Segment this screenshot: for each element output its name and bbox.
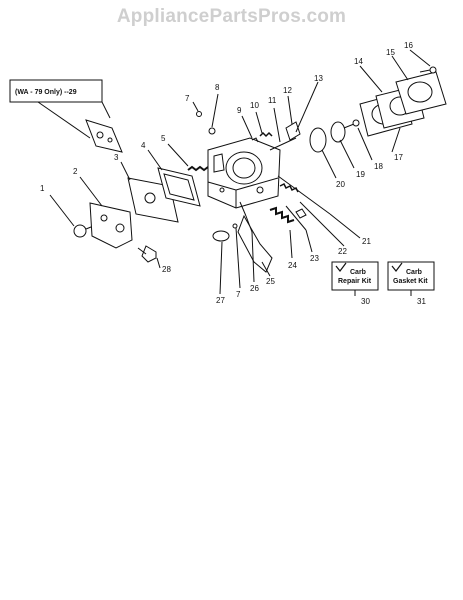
part-1-screw (49, 194, 97, 238)
gasket-kit-box (387, 261, 435, 296)
callout-19: 19 (356, 170, 365, 179)
part-2-pump-cover (79, 176, 133, 249)
part-22-spring (279, 182, 345, 247)
callout-25: 25 (266, 277, 275, 286)
callout-20: 20 (336, 180, 345, 189)
repair-kit-box (331, 261, 379, 296)
part-23-needle (285, 205, 313, 253)
callout-9: 9 (237, 106, 242, 115)
callout-5: 5 (161, 134, 166, 143)
callout-27: 27 (216, 296, 225, 305)
callout-11: 11 (268, 96, 277, 105)
note-text: (WA - 79 Only) --29 (15, 89, 77, 96)
callout-26: 26 (250, 284, 259, 293)
part-16-screw (409, 49, 437, 74)
gasket-kit-line2: Gasket Kit (393, 278, 428, 285)
callout-3: 3 (114, 153, 119, 162)
part-28-fitting (137, 245, 161, 269)
part-11-shaft (269, 107, 297, 151)
part-21-needle (277, 175, 361, 239)
callout-31: 31 (417, 297, 426, 306)
part-8-screw (208, 93, 219, 135)
part-10-spring (255, 111, 273, 138)
repair-kit-line1: Carb (350, 269, 366, 276)
callout-21: 21 (362, 237, 371, 246)
carburetor-body (207, 137, 281, 209)
callout-15: 15 (386, 48, 395, 57)
callout-14: 14 (354, 57, 363, 66)
part-7-screw-top (192, 101, 202, 117)
callout-2: 2 (73, 167, 78, 176)
callout-16: 16 (404, 41, 413, 50)
callout-4: 4 (141, 141, 146, 150)
callout-10: 10 (250, 101, 259, 110)
callout-7-lower: 7 (236, 290, 241, 299)
part-13-leader (295, 81, 319, 133)
part-9-clip (241, 115, 259, 143)
part-26-pin (239, 201, 255, 283)
repair-kit-line2: Repair Kit (338, 278, 372, 285)
callout-24: 24 (288, 261, 297, 270)
callout-7-top: 7 (185, 94, 190, 103)
callout-12: 12 (283, 86, 292, 95)
callout-1: 1 (40, 184, 45, 193)
callout-23: 23 (310, 254, 319, 263)
part-18-screw (343, 119, 373, 161)
gasket-kit-line1: Carb (406, 269, 422, 276)
part-12-lever (285, 95, 301, 141)
part-4-gasket (147, 149, 201, 207)
callout-22: 22 (338, 247, 347, 256)
callout-8: 8 (215, 83, 220, 92)
part-15-gasket (391, 55, 447, 115)
part-7-screw-lower (232, 223, 241, 289)
gasket-29 (85, 119, 123, 153)
part-20-plate (309, 127, 337, 179)
callout-28: 28 (162, 265, 171, 274)
part-25-lever (237, 214, 273, 277)
part-19-gasket (330, 121, 355, 169)
callout-30: 30 (361, 297, 370, 306)
watermark: AppliancePartsPros.com (116, 6, 347, 27)
part-5-spring (167, 143, 209, 172)
part-24-spring (269, 206, 295, 259)
callout-18: 18 (374, 162, 383, 171)
note-box: (WA - 79 Only) --29 (9, 79, 111, 139)
callout-13: 13 (314, 74, 323, 83)
part-27-disc (212, 230, 230, 295)
callout-17: 17 (394, 153, 403, 162)
